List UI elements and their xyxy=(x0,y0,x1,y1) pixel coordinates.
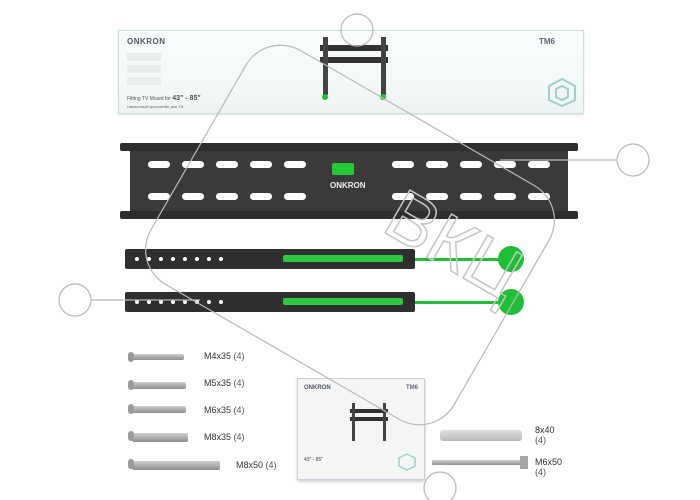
arm-hole xyxy=(195,257,199,261)
screw-m8x35 xyxy=(128,431,188,442)
arm-hole xyxy=(147,300,151,304)
mount-slot xyxy=(426,161,448,168)
box-brand-logo: ONKRON xyxy=(127,37,166,46)
spec-icon-row xyxy=(127,77,161,85)
mount-slot xyxy=(182,193,204,200)
arm-hole xyxy=(219,257,223,261)
arm-hole xyxy=(207,257,211,261)
screw-size: M5x35 xyxy=(204,378,232,388)
mount-slot xyxy=(528,161,550,168)
booklet-cube-icon xyxy=(398,453,416,471)
arm-hole xyxy=(171,257,175,261)
screw-label-m5x35: M5x35 (4) xyxy=(204,378,245,388)
booklet-size-range: 43" - 85" xyxy=(304,457,324,463)
mount-slot xyxy=(250,161,272,168)
screw-qty: (4) xyxy=(233,432,245,442)
callout-dot xyxy=(498,246,524,272)
screw-qty: (4) xyxy=(233,378,245,388)
mount-slot xyxy=(148,193,170,200)
anchor-qty: (4) xyxy=(535,435,546,445)
mount-slot xyxy=(460,161,482,168)
cube-logo-icon xyxy=(548,77,576,107)
screw-size: M4x35 xyxy=(204,351,232,361)
lag-bolt-m6x50 xyxy=(432,456,528,469)
vertical-arm-right xyxy=(125,292,415,312)
mount-slot xyxy=(494,193,516,200)
arm-hole xyxy=(183,300,187,304)
callout-dot xyxy=(498,289,524,315)
plate-brand-logo: ONKRON xyxy=(330,181,366,190)
size-range-value: 43" - 85" xyxy=(172,95,201,102)
mount-slot xyxy=(216,193,238,200)
mount-slot xyxy=(250,193,272,200)
screw-label-m6x35: M6x35 (4) xyxy=(204,405,245,415)
screw-label-m8x50: M8x50 (4) xyxy=(236,460,277,470)
spec-icon-row xyxy=(127,53,161,61)
screw-size: M8x35 xyxy=(204,432,232,442)
mount-slot xyxy=(284,193,306,200)
mount-slot xyxy=(182,161,204,168)
mount-slot xyxy=(426,193,448,200)
arm-hole xyxy=(171,300,175,304)
screw-qty: (4) xyxy=(233,351,245,361)
arm-hole xyxy=(207,300,211,304)
arm-hole xyxy=(147,257,151,261)
box-size-range: Fitting TV Mount for 43" - 85" xyxy=(127,95,201,102)
mount-slot xyxy=(148,161,170,168)
mount-slot xyxy=(216,161,238,168)
screw-size: M8x50 xyxy=(236,460,264,470)
arm-hole xyxy=(159,257,163,261)
product-box-top: ONKRON TM6 Fitting TV Mount for 43" - 85… xyxy=(118,30,584,114)
spec-icon-row xyxy=(127,65,161,73)
anchor-label-m6x50: M6x50 (4) xyxy=(535,457,562,477)
screw-m6x35 xyxy=(128,404,186,414)
screw-qty: (4) xyxy=(233,405,245,415)
mount-slot xyxy=(494,161,516,168)
anchor-label-8x40: 8x40 (4) xyxy=(535,425,555,445)
vertical-arm-left xyxy=(125,249,415,269)
anchor-qty: (4) xyxy=(535,467,546,477)
instruction-booklet: ONKRON TM6 43" - 85" xyxy=(297,378,425,480)
plate-top-rail xyxy=(120,143,578,151)
mount-slot xyxy=(392,193,414,200)
anchor-size: M6x50 xyxy=(535,457,563,467)
screw-label-m4x35: M4x35 (4) xyxy=(204,351,245,361)
arm-hole xyxy=(135,257,139,261)
arm-hole xyxy=(219,300,223,304)
screw-m4x35 xyxy=(128,352,184,362)
arm-hole xyxy=(159,300,163,304)
wall-anchor-8x40 xyxy=(440,430,522,441)
plate-bottom-rail xyxy=(120,211,578,219)
screw-label-m8x35: M8x35 (4) xyxy=(204,432,245,442)
bubble-level xyxy=(332,163,354,175)
size-prefix: Fitting TV Mount for xyxy=(127,96,171,102)
booklet-model-label: TM6 xyxy=(406,385,418,391)
arm-hole xyxy=(183,257,187,261)
wall-plate: ONKRON xyxy=(120,143,578,219)
callout-line xyxy=(415,301,503,304)
screw-size: M6x35 xyxy=(204,405,232,415)
mount-slot xyxy=(284,161,306,168)
booklet-brand-logo: ONKRON xyxy=(304,385,331,391)
box-subtitle: Наклонный кронштейн для ТВ xyxy=(127,104,184,109)
box-model-label: TM6 xyxy=(539,37,555,46)
screw-m5x35 xyxy=(128,380,186,390)
callout-line xyxy=(415,258,503,261)
arm-highlight xyxy=(283,298,403,305)
anchor-size: 8x40 xyxy=(535,425,555,435)
arm-highlight xyxy=(283,255,403,262)
arm-hole xyxy=(135,300,139,304)
mount-illustration xyxy=(320,37,388,100)
arm-hole xyxy=(195,300,199,304)
screw-qty: (4) xyxy=(265,460,277,470)
mount-slot xyxy=(528,193,550,200)
mount-slot xyxy=(460,193,482,200)
screw-m8x50 xyxy=(128,459,220,470)
booklet-mount-illustration xyxy=(350,403,388,441)
mount-slot xyxy=(392,161,414,168)
